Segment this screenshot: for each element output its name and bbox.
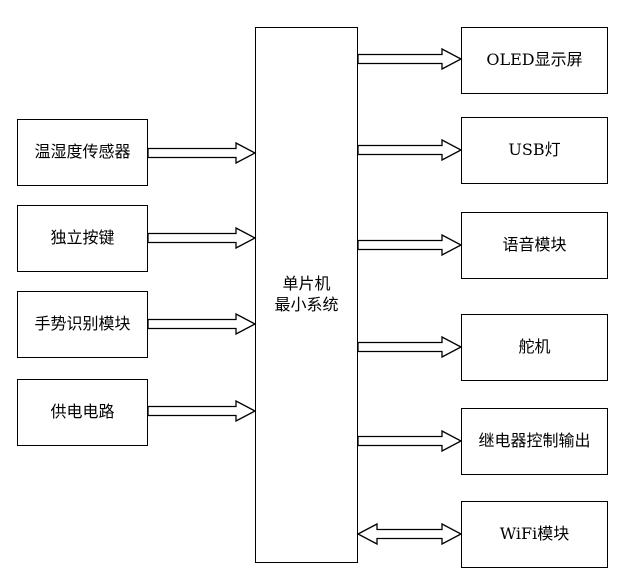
arrow-mcu-to-relay (357, 429, 463, 453)
mcu-label-line2: 最小系统 (274, 295, 339, 314)
output-label-wifi-module: WiFi模块 (499, 524, 570, 544)
output-label-usb-light: USB灯 (508, 140, 561, 160)
mcu-label-line1: 单片机 (282, 274, 331, 294)
output-box-wifi-module: WiFi模块 (461, 501, 608, 568)
input-box-power-supply: 供电电路 (17, 379, 148, 446)
arrow-mcu-wifi-bidirectional (356, 522, 463, 546)
arrow-power-to-mcu (147, 399, 257, 423)
output-label-relay-control: 继电器控制输出 (478, 431, 591, 451)
arrow-mcu-to-voice (357, 233, 463, 257)
input-label-gesture-recognition: 手势识别模块 (34, 314, 131, 334)
output-box-oled-display: OLED显示屏 (461, 27, 608, 94)
input-box-temp-humidity-sensor: 温湿度传感器 (17, 119, 148, 186)
arrow-temp-humidity-to-mcu (147, 141, 257, 165)
arrow-mcu-to-oled (357, 47, 463, 71)
mcu-minimum-system-box: 单片机 最小系统 (255, 27, 358, 563)
input-label-independent-keys: 独立按键 (50, 228, 115, 248)
output-label-servo: 舵机 (518, 337, 551, 357)
output-box-voice-module: 语音模块 (461, 212, 608, 279)
output-box-usb-light: USB灯 (461, 117, 608, 184)
output-box-relay-control: 继电器控制输出 (461, 408, 608, 475)
input-box-gesture-recognition: 手势识别模块 (17, 291, 148, 358)
input-label-temp-humidity-sensor: 温湿度传感器 (34, 142, 131, 162)
arrow-mcu-to-servo (357, 335, 463, 359)
arrow-mcu-to-usb-light (357, 138, 463, 162)
output-label-oled-display: OLED显示屏 (486, 50, 583, 70)
arrow-gesture-to-mcu (147, 312, 257, 336)
arrow-keys-to-mcu (147, 226, 257, 250)
input-box-independent-keys: 独立按键 (17, 205, 148, 272)
output-box-servo: 舵机 (461, 314, 608, 381)
input-label-power-supply: 供电电路 (50, 402, 115, 422)
output-label-voice-module: 语音模块 (502, 235, 567, 255)
